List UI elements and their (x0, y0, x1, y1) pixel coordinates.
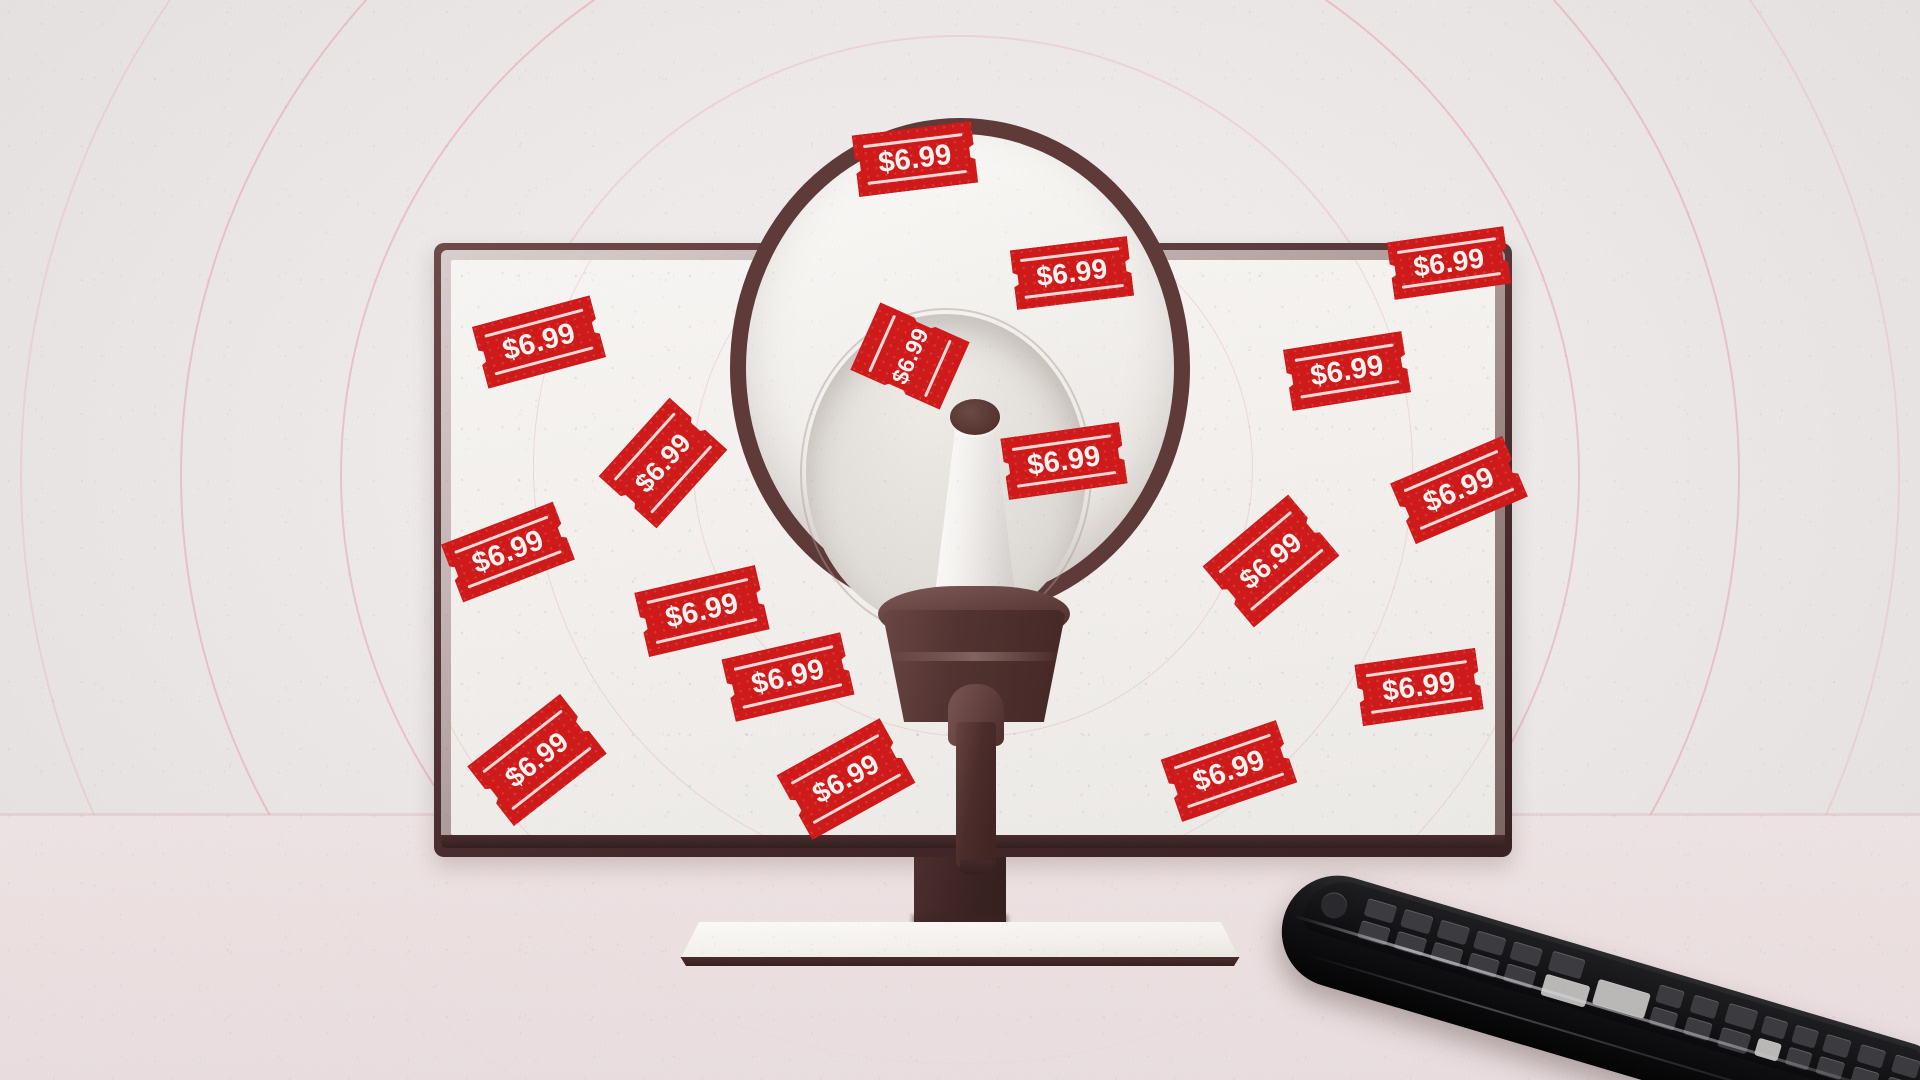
remote-record-button[interactable] (1890, 1054, 1920, 1079)
tv-stand-base (680, 922, 1240, 960)
remote-forward-button[interactable] (1849, 1066, 1880, 1080)
price-tag-label: $6.99 (662, 586, 742, 635)
megaphone-nozzle-hole (950, 399, 1000, 435)
remote-power-button[interactable] (1317, 889, 1351, 922)
remote-key-5[interactable] (1509, 941, 1544, 967)
remote-color-button-b[interactable] (1791, 1024, 1820, 1049)
remote-menu-button[interactable] (1654, 984, 1686, 1009)
remote-rewind-button[interactable] (1856, 1043, 1887, 1069)
remote-ok-button[interactable] (1724, 1002, 1759, 1031)
megaphone-handle (956, 722, 996, 868)
megaphone-handle-tip (960, 860, 992, 874)
remote-key-4[interactable] (1472, 930, 1507, 957)
megaphone (710, 118, 1210, 874)
remote-play-button[interactable] (1821, 1033, 1852, 1059)
remote-key-1[interactable] (1363, 897, 1398, 924)
price-tag-label: $6.99 (876, 138, 954, 179)
remote-key-3[interactable] (1436, 919, 1471, 946)
megaphone-body-ring (886, 652, 1062, 661)
tv-stand-base-edge (680, 957, 1240, 966)
price-tag-label: $6.99 (1411, 242, 1487, 283)
remote-nav-up-button[interactable] (1689, 994, 1720, 1020)
price-tag-label: $6.99 (1308, 348, 1386, 393)
remote-info-button[interactable] (1760, 1015, 1789, 1040)
remote-key-2[interactable] (1399, 908, 1434, 935)
